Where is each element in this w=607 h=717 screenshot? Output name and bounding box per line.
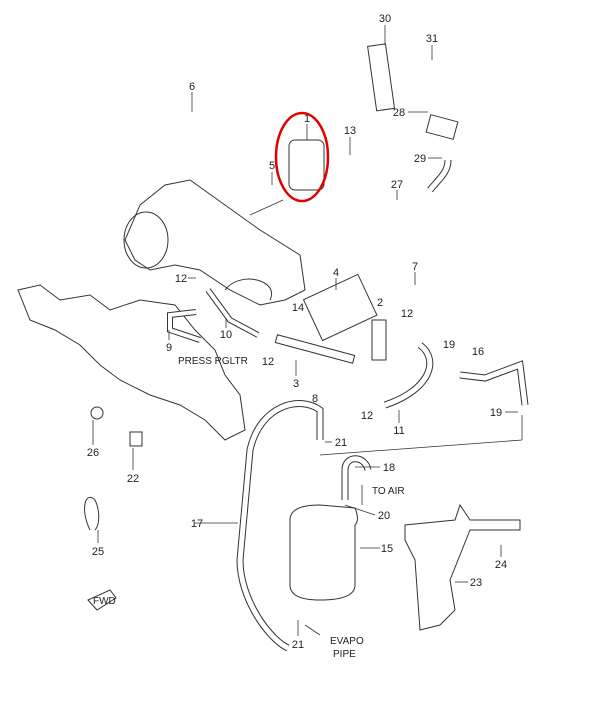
callout-22: 22 bbox=[127, 473, 139, 485]
to-air-note: TO AIR bbox=[372, 486, 405, 497]
callouts: 30 31 6 1 13 28 29 5 27 12 7 4 14 2 12 9… bbox=[87, 13, 507, 651]
callout-14: 14 bbox=[292, 302, 304, 314]
callout-26: 26 bbox=[87, 447, 99, 459]
callout-5: 5 bbox=[269, 160, 275, 172]
fwd-arrow-label: FWD bbox=[93, 596, 116, 607]
callout-25: 25 bbox=[92, 546, 104, 558]
callout-23: 23 bbox=[470, 577, 482, 589]
highlight-circle bbox=[274, 111, 330, 203]
callout-28: 28 bbox=[393, 107, 405, 119]
callout-3: 3 bbox=[293, 378, 299, 390]
callout-12: 12 bbox=[361, 410, 373, 422]
callout-7: 7 bbox=[412, 261, 418, 273]
callout-18: 18 bbox=[383, 462, 395, 474]
callout-4: 4 bbox=[333, 267, 339, 279]
callout-29: 29 bbox=[414, 153, 426, 165]
callout-31: 31 bbox=[426, 33, 438, 45]
callout-9: 9 bbox=[166, 342, 172, 354]
callout-15: 15 bbox=[381, 543, 393, 555]
leader-lines bbox=[92, 25, 518, 636]
callout-8: 8 bbox=[312, 393, 318, 405]
callout-21: 21 bbox=[335, 437, 347, 449]
callout-2: 2 bbox=[377, 297, 383, 309]
callout-12: 12 bbox=[262, 356, 274, 368]
parts: FWD bbox=[84, 43, 521, 631]
hoses bbox=[148, 99, 529, 652]
callout-12: 12 bbox=[175, 273, 187, 285]
callout-10: 10 bbox=[220, 329, 232, 341]
callout-27: 27 bbox=[391, 179, 403, 191]
callout-24: 24 bbox=[495, 559, 507, 571]
evapo-note: EVAPO bbox=[330, 636, 364, 647]
callout-21: 21 bbox=[292, 639, 304, 651]
callout-19: 19 bbox=[443, 339, 455, 351]
callout-12: 12 bbox=[401, 308, 413, 320]
callout-6: 6 bbox=[189, 81, 195, 93]
callout-17: 17 bbox=[191, 518, 203, 530]
callout-30: 30 bbox=[379, 13, 391, 25]
callout-13: 13 bbox=[344, 125, 356, 137]
callout-20: 20 bbox=[378, 510, 390, 522]
pipe-note: PIPE bbox=[333, 649, 356, 660]
callout-19: 19 bbox=[490, 407, 502, 419]
callout-16: 16 bbox=[472, 346, 484, 358]
press-rgltr-note: PRESS RGLTR bbox=[178, 356, 248, 367]
intake-manifold bbox=[17, 179, 306, 441]
callout-11: 11 bbox=[393, 425, 404, 437]
callout-1: 1 bbox=[304, 113, 310, 125]
